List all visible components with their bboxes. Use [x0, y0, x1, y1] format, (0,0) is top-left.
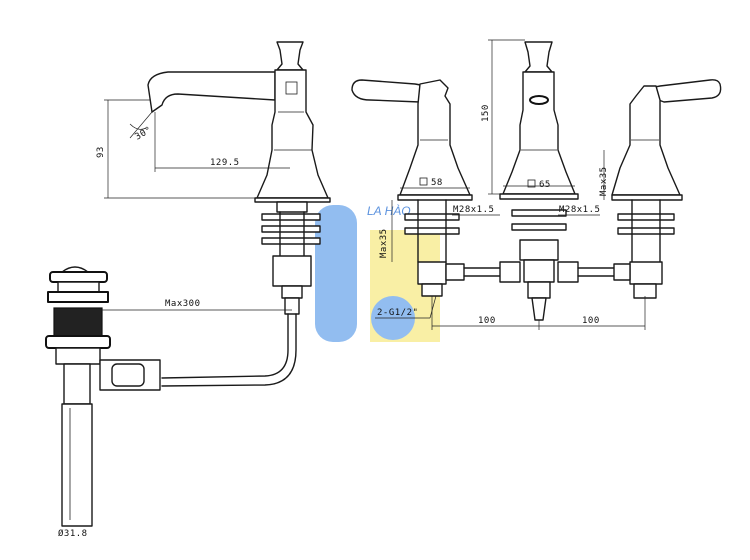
connecting-pipes — [445, 261, 631, 283]
label-drain-diameter: Ø31.8 — [58, 528, 88, 539]
spout-assembly — [147, 41, 331, 387]
dimension-labels: 93 129.5 30° Max300 150 Max35 Max35 58 6… — [58, 104, 609, 539]
right-handle-valve — [611, 79, 722, 299]
label-max35-left: Max35 — [379, 228, 389, 258]
label-inlet-thread: 2-G1/2" — [377, 308, 418, 318]
label-spacing-right: 100 — [582, 316, 600, 326]
label-spacing-left: 100 — [478, 316, 496, 326]
label-height-150: 150 — [481, 104, 491, 122]
label-thread-right: M28x1.5 — [559, 205, 600, 215]
label-max300: Max300 — [165, 299, 201, 309]
center-spout-front — [499, 41, 579, 321]
dimension-lines — [61, 39, 646, 526]
pop-up-drain — [45, 266, 161, 527]
left-handle-valve — [351, 79, 473, 297]
label-max35-right: Max35 — [599, 166, 609, 196]
watermark-text: LA HÀO — [367, 203, 411, 218]
label-body-65: 65 — [539, 180, 551, 190]
label-height-93: 93 — [96, 146, 106, 158]
label-handle-58: 58 — [431, 178, 443, 188]
label-thread-left: M28x1.5 — [453, 205, 494, 215]
label-angle-30: 30° — [134, 125, 154, 143]
label-reach-129-5: 129.5 — [210, 158, 240, 168]
